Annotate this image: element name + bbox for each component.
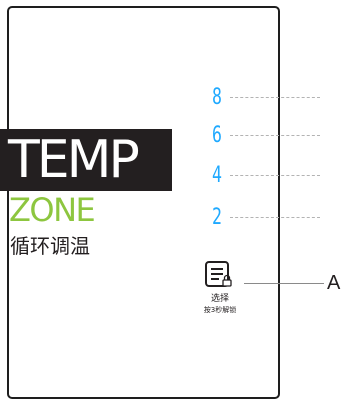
control-panel [7, 6, 280, 399]
level-digit-8[interactable]: 8 [212, 85, 222, 110]
callout-label-a: A [327, 272, 341, 294]
level-digit-6[interactable]: 6 [212, 123, 222, 148]
cycle-temp-subtitle: 循环调温 [10, 234, 90, 258]
level-guide-line [230, 135, 320, 136]
select-unlock-button[interactable] [204, 261, 234, 289]
level-digit-2[interactable]: 2 [212, 205, 222, 230]
temp-logo-text: TEMP [8, 130, 140, 190]
level-guide-line [230, 217, 320, 218]
level-guide-line [230, 97, 320, 98]
zone-logo-text: ZONE [9, 191, 96, 229]
select-caption: 选择 [210, 294, 229, 304]
level-guide-line [230, 175, 320, 176]
menu-lock-icon [205, 261, 232, 287]
callout-leader-line [244, 283, 324, 284]
level-digit-4[interactable]: 4 [212, 163, 222, 188]
temp-logo-box: TEMP [0, 129, 172, 191]
unlock-hint-caption: 按3秒解锁 [203, 306, 237, 314]
